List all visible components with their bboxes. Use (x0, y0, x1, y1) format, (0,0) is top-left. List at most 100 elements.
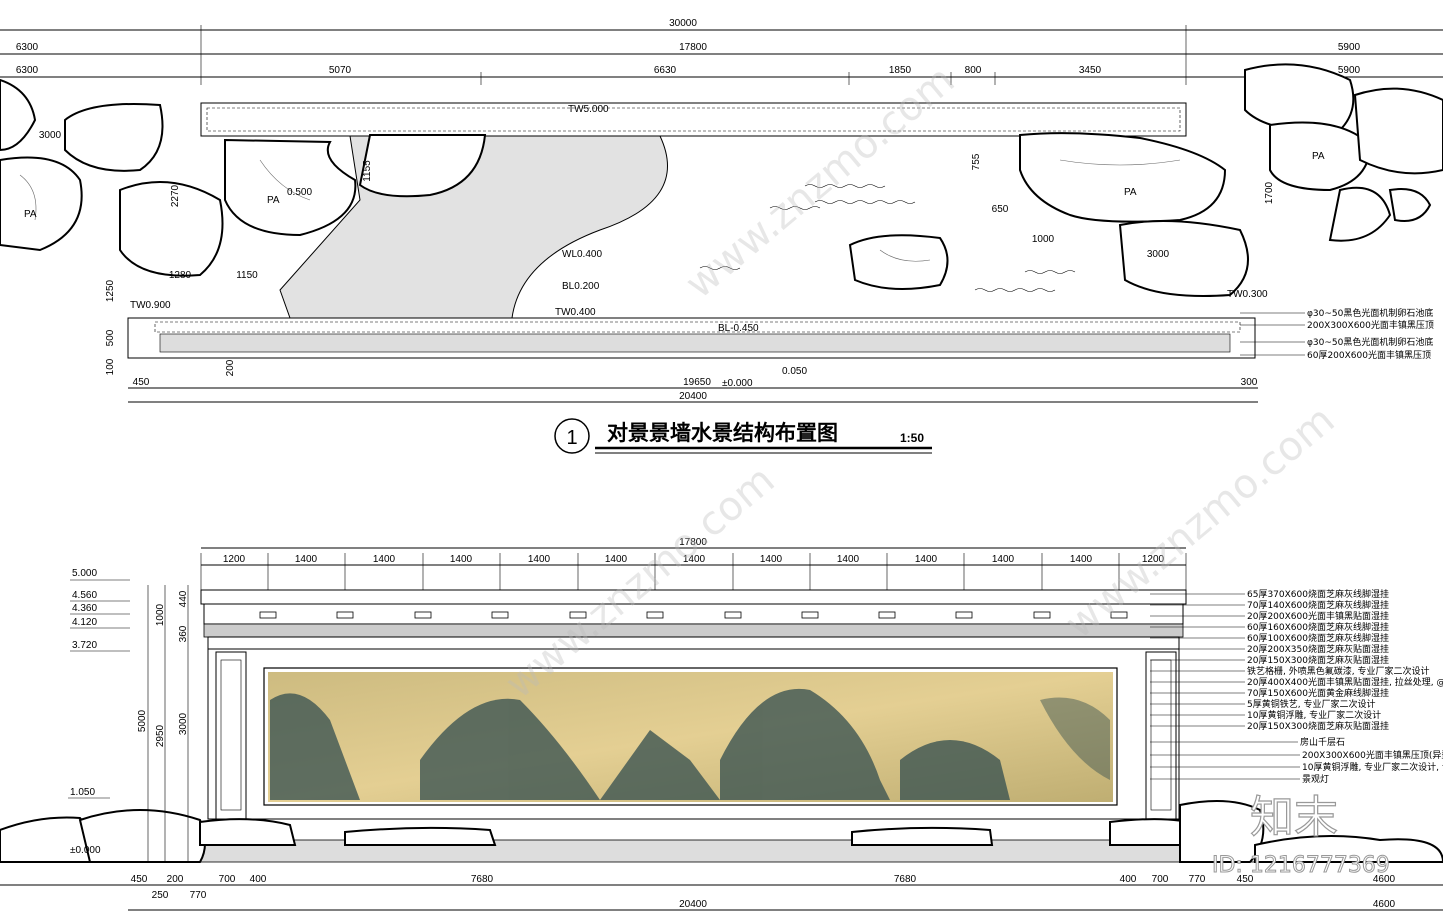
dim-label: 360 (178, 625, 189, 642)
lamp-icon (801, 611, 819, 619)
dim-label: 1000 (1032, 234, 1055, 245)
lamp-icon (336, 611, 354, 619)
dim-label: 1155 (362, 160, 373, 182)
dim-label: 2950 (155, 724, 166, 747)
dim-seg: 5900 (1338, 65, 1361, 76)
dim-label: 755 (971, 153, 982, 170)
annotation: 65厚370X600烧面芝麻灰线脚湿挂 (1247, 588, 1389, 600)
dim-seg: 800 (965, 65, 982, 76)
watermark-text: www.znzmo.com (497, 457, 784, 708)
level-label: 4.560 (72, 590, 97, 601)
dim-seg: 1400 (683, 554, 706, 565)
drawing-title: 1 对景景墙水景结构布置图 1:50 (554, 418, 932, 454)
dim-right: 5900 (1338, 42, 1361, 53)
lattice-right (1145, 651, 1177, 821)
dim-left: 6300 (16, 42, 39, 53)
annotation: φ30~50黑色光面机制卵石池底 (1307, 307, 1433, 319)
annotation: 60厚100X600烧面芝麻灰线脚湿挂 (1247, 632, 1389, 644)
annotation: 5厚黄铜铁艺, 专业厂家二次设计 (1247, 698, 1375, 710)
dim-seg: 5070 (329, 65, 352, 76)
dim-seg: 1850 (889, 65, 912, 76)
label-level: 0.500 (287, 187, 312, 198)
dim-seg: 1200 (223, 554, 246, 565)
dim-label: 770 (190, 890, 207, 901)
label-tw-front: TW0.400 (555, 307, 596, 318)
dim-label: 1250 (105, 279, 116, 302)
dim-total: 30000 (669, 18, 697, 29)
annotation: 20厚200X350烧面芝麻灰贴面湿挂 (1247, 643, 1389, 655)
annotation: 20厚200X600光面丰镇黑贴面湿挂 (1247, 610, 1389, 622)
dim-seg: 6300 (16, 65, 39, 76)
dim-label: 700 (219, 874, 236, 885)
dim-label: 450 (133, 377, 150, 388)
label-pa: PA (267, 195, 280, 206)
dim-label: 400 (250, 874, 267, 885)
dim-seg: 1400 (760, 554, 783, 565)
annotation: 20厚150X300烧面芝麻灰贴面湿挂 (1247, 720, 1389, 732)
dim-label: 700 (1152, 874, 1169, 885)
lamp-icon (414, 611, 432, 619)
label-wl: WL0.400 (562, 249, 602, 260)
label-zero: ±0.000 (722, 378, 753, 389)
dim-label: 17800 (679, 537, 707, 548)
dim-label: 200 (167, 874, 184, 885)
annotation: 10厚黄铜浮雕, 专业厂家二次设计 (1247, 709, 1381, 721)
lamp-icon (1110, 611, 1128, 619)
label-pa: PA (1312, 151, 1325, 162)
plan-top-dimensions: 30000 6300 17800 5900 6300 5070 6630 185… (0, 18, 1443, 85)
annotation: 60厚160X600烧面芝麻灰线脚湿挂 (1247, 621, 1389, 633)
plan-annotations: φ30~50黑色光面机制卵石池底 200X300X600光面丰镇黑压顶 φ30~… (1240, 307, 1434, 361)
dim-middle: 17800 (679, 42, 707, 53)
annotation: φ30~50黑色光面机制卵石池底 (1307, 336, 1433, 348)
annotation: 200X300X600光面丰镇黑压顶(异型加工 (1302, 749, 1443, 761)
dim-label: 5000 (137, 709, 148, 732)
annotation: 10厚黄铜浮雕, 专业厂家二次设计, 专业厂家 (1302, 761, 1443, 773)
level-label: 5.000 (72, 568, 97, 579)
label-bl: BL0.200 (562, 281, 600, 292)
rock-groups (0, 63, 1443, 297)
dim-seg: 1400 (837, 554, 860, 565)
dim-seg: 1400 (605, 554, 628, 565)
pebble-strip (159, 333, 1231, 353)
dim-seg: 1200 (1142, 554, 1165, 565)
dim-label: 770 (1189, 874, 1206, 885)
title-scale: 1:50 (900, 431, 924, 445)
annotation: 景观灯 (1302, 774, 1329, 785)
water-ripples (699, 184, 1076, 292)
lamp-icon (878, 611, 896, 619)
lamp-icon (724, 611, 742, 619)
dim-label: 500 (105, 329, 116, 346)
dim-label: 2270 (170, 184, 181, 207)
dim-seg: 1400 (528, 554, 551, 565)
dim-label: 1150 (236, 270, 258, 281)
elevation-rocks (0, 800, 1443, 863)
id-watermark: ID: 1216777369 (1212, 853, 1390, 878)
level-label: 3.720 (72, 640, 97, 651)
dim-label: 1000 (155, 603, 166, 626)
label-tw-right: TW0.300 (1227, 289, 1268, 300)
annotation: 70厚140X600烧面芝麻灰线脚湿挂 (1247, 599, 1389, 611)
dim-label: 7680 (471, 874, 494, 885)
title-number: 1 (566, 427, 577, 449)
lamp-icon (1033, 611, 1051, 619)
plan-labels: TW5.000 PA PA PA PA 0.500 WL0.400 BL0.20… (24, 104, 1325, 389)
level-label: 4.120 (72, 617, 97, 628)
dim-seg: 1400 (450, 554, 473, 565)
dim-seg: 6630 (654, 65, 677, 76)
lamp-icon (491, 611, 509, 619)
annotation: 铁艺格栅, 外喷黑色氟碳漆, 专业厂家二次设计 (1247, 665, 1429, 677)
brand-logo: 知末 (1250, 792, 1338, 843)
dim-seg: 1400 (992, 554, 1015, 565)
dim-label: 19650 (683, 377, 711, 388)
level-label: 1.050 (70, 787, 95, 798)
level-labels: 5.000 4.560 4.360 4.120 3.720 1.050 ±0.0… (68, 568, 189, 862)
label-pa: PA (24, 209, 37, 220)
annotation: 60厚200X600光面丰镇黑压顶 (1307, 349, 1431, 361)
dim-label: 650 (992, 204, 1009, 215)
lamp-icon (955, 611, 973, 619)
dim-label: 3000 (178, 712, 189, 735)
annotation: 房山千层石 (1300, 736, 1345, 748)
